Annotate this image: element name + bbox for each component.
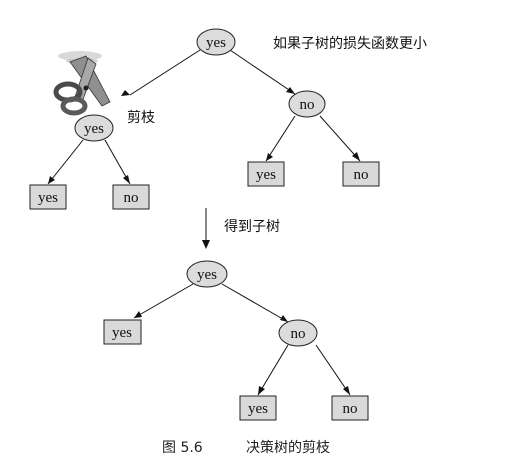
tree-before-left-leaf-yes-label: yes bbox=[38, 190, 58, 206]
caption-figure-number: 图 5.6 bbox=[162, 440, 203, 456]
edge-after-root-to-left-leaf bbox=[133, 283, 194, 319]
tree-after-left-leaf-label: yes bbox=[112, 325, 132, 341]
tree-before-root-label: yes bbox=[206, 35, 226, 51]
tree-before-left-leaf-no-label: no bbox=[124, 190, 139, 206]
arrowhead-after-left-leaf bbox=[134, 311, 142, 318]
tree-after-leaf-no-label: no bbox=[343, 401, 358, 417]
arrowhead-after-leaf-no bbox=[343, 386, 350, 395]
edge-right-to-leaf-no bbox=[319, 115, 361, 162]
arrowhead-left-leaf-yes bbox=[48, 176, 55, 184]
edge-after-right-to-leaf-yes bbox=[257, 344, 289, 396]
tree-after: yes yes no yes no bbox=[103, 260, 369, 421]
tree-after-root-label: yes bbox=[197, 267, 217, 283]
top-condition-text: 如果子树的损失函数更小 bbox=[273, 36, 427, 52]
tree-before-right-child: no bbox=[288, 90, 326, 118]
tree-before-right-child-label: no bbox=[300, 97, 315, 113]
tree-before-left-leaf-yes: yes bbox=[29, 184, 67, 210]
tree-before-left-child-label: yes bbox=[84, 121, 104, 137]
tree-after-leaf-yes: yes bbox=[239, 395, 277, 421]
arrowhead-right-leaf-yes bbox=[266, 153, 273, 161]
edge-right-to-leaf-yes bbox=[265, 115, 296, 162]
arrowhead-left-child bbox=[121, 90, 130, 96]
arrowhead-left-leaf-no bbox=[123, 175, 130, 184]
tree-after-leaf-no: no bbox=[331, 395, 369, 421]
edge-after-root-to-right bbox=[221, 283, 289, 323]
tree-before-left-child: yes bbox=[74, 114, 114, 142]
figure-caption: 图 5.6 决策树的剪枝 bbox=[162, 439, 330, 456]
arrowhead-after-leaf-yes bbox=[258, 386, 265, 395]
tree-before-right-leaf-yes-label: yes bbox=[256, 167, 276, 183]
tree-before-right-leaf-no-label: no bbox=[354, 167, 369, 183]
tree-after-root: yes bbox=[186, 260, 228, 288]
tree-after-right-child: no bbox=[278, 319, 318, 347]
result-label: 得到子树 bbox=[224, 218, 280, 235]
tree-before: yes yes no yes no yes no bbox=[29, 28, 380, 210]
arrowhead-after-right-child bbox=[280, 315, 288, 322]
tree-before-right-leaf-yes: yes bbox=[247, 161, 285, 187]
edge-root-to-right bbox=[229, 49, 296, 95]
edge-root-to-left bbox=[129, 49, 201, 96]
arrowhead-right-child bbox=[286, 87, 295, 94]
edge-left-to-leaf-yes bbox=[47, 139, 84, 185]
tree-after-left-leaf: yes bbox=[103, 319, 142, 345]
scissors-icon bbox=[53, 51, 111, 116]
tree-before-left-leaf-no: no bbox=[112, 184, 150, 210]
prune-label: 剪枝 bbox=[127, 110, 155, 126]
tree-after-leaf-yes-label: yes bbox=[248, 401, 268, 417]
edge-after-right-to-leaf-no bbox=[315, 344, 351, 396]
arrow-down-icon bbox=[202, 208, 210, 249]
arrowhead-right-leaf-no bbox=[352, 152, 360, 161]
tree-after-right-child-label: no bbox=[291, 326, 306, 342]
caption-title: 决策树的剪枝 bbox=[246, 439, 330, 456]
tree-before-root: yes bbox=[196, 28, 236, 56]
tree-before-right-leaf-no: no bbox=[342, 161, 380, 187]
